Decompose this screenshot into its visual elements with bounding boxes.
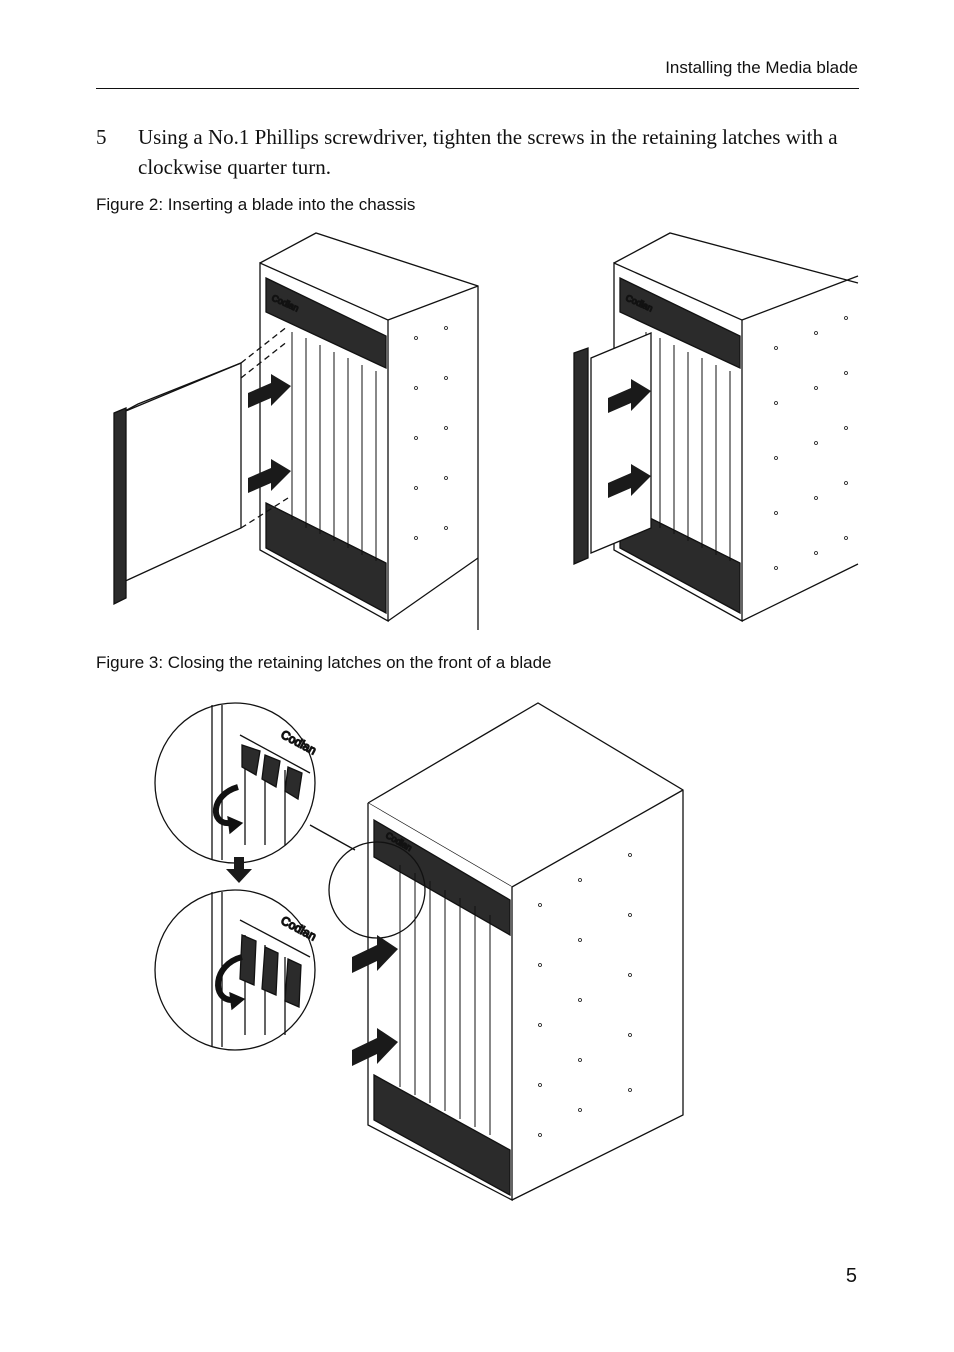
- figure-3-illustration: Codian Codian: [154, 702, 684, 1202]
- push-arrows: [352, 935, 398, 1066]
- insert-arrows-left: [248, 374, 291, 493]
- blade-left: [113, 325, 289, 606]
- header-rule: [96, 88, 859, 89]
- chassis-left: [259, 232, 479, 630]
- blade-slots-left: [291, 332, 377, 561]
- figure-2-caption: Figure 2: Inserting a blade into the cha…: [96, 195, 416, 214]
- blade-right: [573, 332, 652, 565]
- zoom-detail-bottom: [154, 889, 316, 1051]
- page-number: 5: [845, 1265, 857, 1287]
- chassis-main: [367, 702, 684, 1202]
- figure-3-caption: Figure 3: Closing the retaining latches …: [96, 653, 552, 672]
- blade-slots-main: [399, 865, 491, 1135]
- down-arrow: [226, 857, 252, 883]
- zoom-detail-top: [154, 702, 316, 864]
- side-holes-left: [414, 326, 448, 540]
- side-holes-main: [538, 853, 632, 1137]
- step-number: 5: [96, 125, 107, 149]
- running-head: Installing the Media blade: [665, 58, 858, 77]
- step-text: Using a No.1 Phillips screwdriver, tight…: [138, 125, 838, 179]
- insert-arrows-right: [608, 379, 651, 498]
- figure-2-illustration: Codian: [113, 232, 859, 630]
- side-holes-right: [774, 316, 848, 570]
